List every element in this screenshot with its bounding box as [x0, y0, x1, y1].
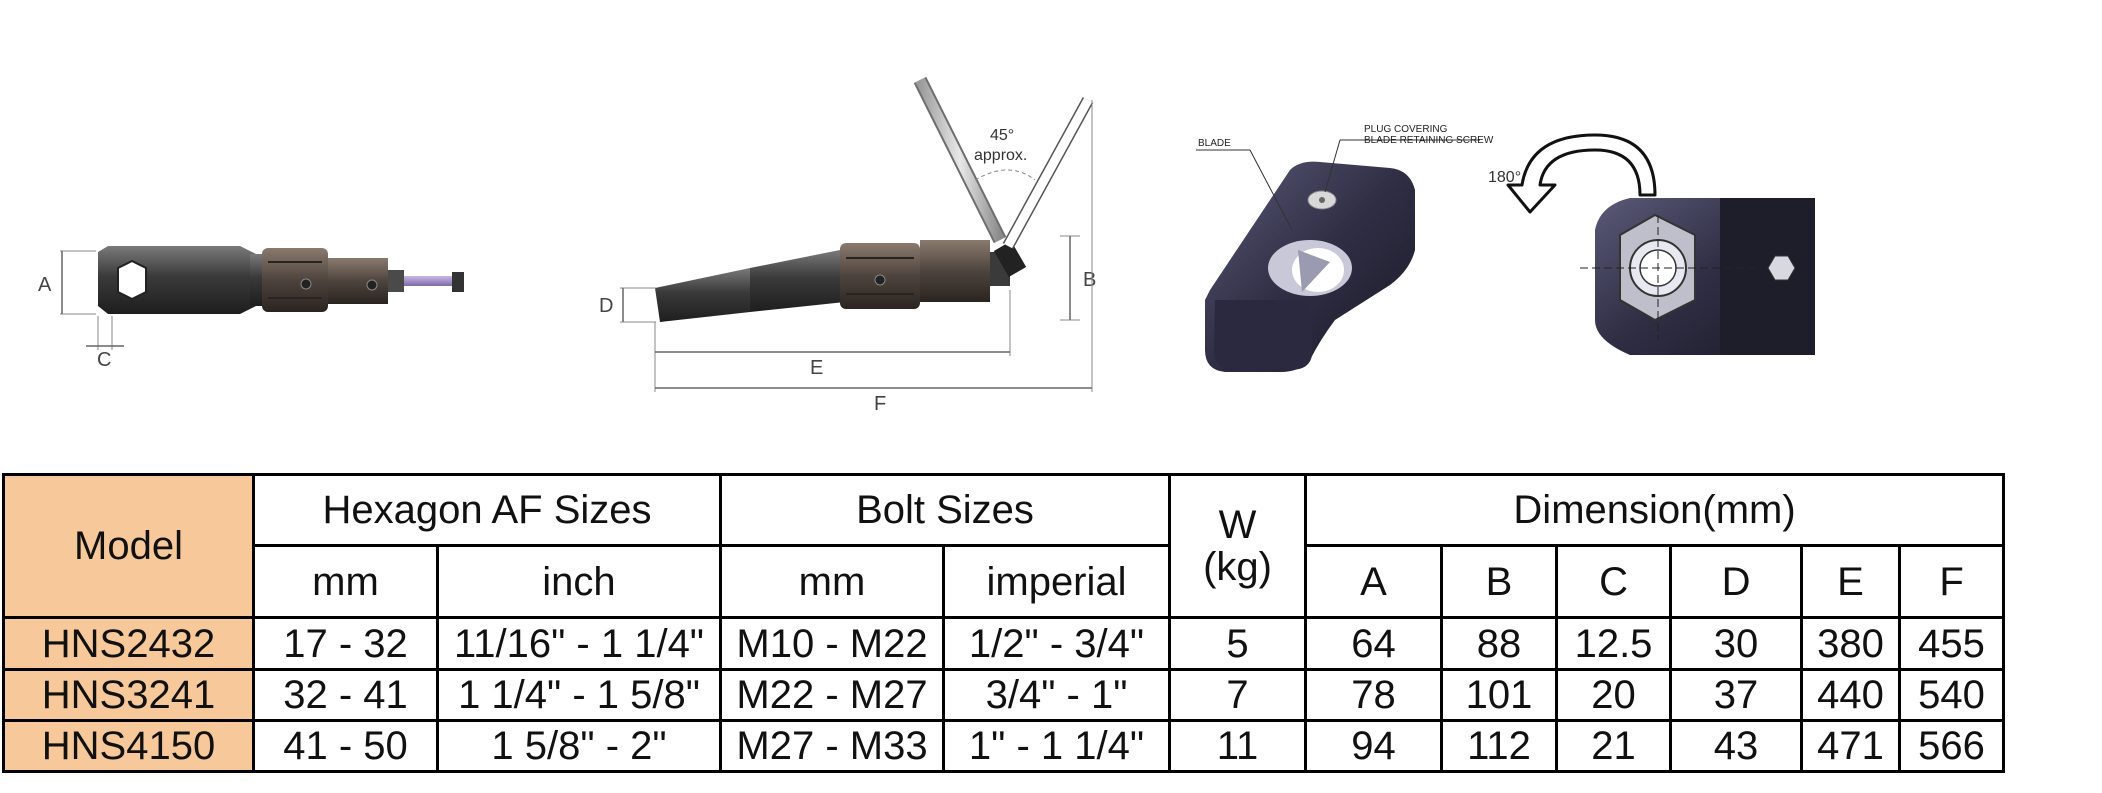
- cell-dim-e: 440: [1800, 667, 1902, 722]
- dim-label-f: F: [874, 393, 886, 415]
- header-bolt-imperial: imperial: [941, 544, 1172, 620]
- tilt-view-drawing: 45° approx. D B E F: [599, 76, 1096, 415]
- header-row-2: mm inch mm imperial A B C D E F: [4, 544, 2006, 620]
- dim-label-e: E: [810, 357, 823, 379]
- cell-dim-c: 21: [1555, 718, 1673, 774]
- cell-dim-f: 566: [1898, 718, 2006, 774]
- cell-weight: 7: [1168, 667, 1308, 722]
- cell-bolt-mm: M22 - M27: [719, 667, 945, 722]
- header-hex-inch: inch: [436, 544, 722, 620]
- rotate-view-drawing: 180°: [1488, 133, 1815, 355]
- small-hex: [1767, 255, 1796, 281]
- blade-label: BLADE: [1198, 138, 1231, 149]
- technical-drawings: A C 45° approx. D B: [38, 76, 1815, 415]
- header-hex-mm: mm: [252, 544, 439, 620]
- cell-hex-inch: 1 1/4" - 1 5/8": [436, 667, 722, 722]
- plug-label-1: PLUG COVERING: [1364, 124, 1448, 135]
- cell-bolt-imperial: 1" - 1 1/4": [941, 718, 1172, 774]
- blade-view-drawing: BLADE PLUG COVERING BLADE RETAINING SCRE…: [1196, 124, 1494, 372]
- cell-dim-c: 12.5: [1555, 616, 1673, 671]
- cell-dim-b: 112: [1440, 718, 1559, 774]
- cell-dim-c: 20: [1555, 667, 1673, 722]
- table-row: HNS4150 41 - 50 1 5/8" - 2" M27 - M33 1"…: [2, 718, 2006, 774]
- dim-label-a: A: [38, 274, 52, 296]
- cell-dim-a: 94: [1304, 718, 1444, 774]
- dim-label-b: B: [1083, 269, 1096, 291]
- cell-hex-mm: 17 - 32: [252, 616, 439, 671]
- cell-hex-mm: 32 - 41: [252, 667, 439, 722]
- spec-table: Model Hexagon AF Sizes Bolt Sizes W (kg)…: [2, 472, 2006, 774]
- header-dim-f: F: [1898, 544, 2006, 620]
- cell-dim-d: 37: [1669, 667, 1804, 722]
- cell-model: HNS4150: [2, 718, 255, 774]
- cell-dim-f: 540: [1898, 667, 2006, 722]
- header-row-1: Model Hexagon AF Sizes Bolt Sizes W (kg)…: [2, 472, 2006, 620]
- plug-label-2: BLADE RETAINING SCREW: [1364, 135, 1494, 146]
- cell-dim-e: 380: [1800, 616, 1902, 671]
- nut-opening: [117, 259, 147, 301]
- header-dim-e: E: [1800, 544, 1902, 620]
- cell-weight: 11: [1168, 718, 1308, 774]
- cell-dim-a: 64: [1304, 616, 1444, 671]
- handle-rod: [404, 276, 452, 286]
- cell-dim-f: 455: [1898, 616, 2006, 671]
- cell-hex-mm: 41 - 50: [252, 718, 439, 774]
- cell-model: HNS2432: [2, 616, 255, 671]
- cell-model: HNS3241: [2, 667, 255, 722]
- cell-dim-d: 30: [1669, 616, 1804, 671]
- cell-bolt-mm: M10 - M22: [719, 616, 945, 671]
- angle-arc: [974, 169, 1036, 181]
- header-weight: W (kg): [1168, 472, 1308, 620]
- header-weight-unit: (kg): [1203, 545, 1272, 590]
- angle-label: 45°: [990, 127, 1014, 144]
- table-row: HNS3241 32 - 41 1 1/4" - 1 5/8" M22 - M2…: [2, 667, 2006, 722]
- cell-dim-e: 471: [1800, 718, 1902, 774]
- side-view-drawing: A C: [38, 246, 464, 371]
- cell-hex-inch: 11/16" - 1 1/4": [436, 616, 722, 671]
- header-dim-d: D: [1669, 544, 1804, 620]
- cylinder-body: [262, 248, 328, 312]
- cell-bolt-imperial: 3/4" - 1": [941, 667, 1172, 722]
- header-dim-b: B: [1440, 544, 1559, 620]
- cell-weight: 5: [1168, 616, 1308, 671]
- header-dim-a: A: [1304, 544, 1444, 620]
- cell-dim-b: 88: [1440, 616, 1559, 671]
- header-dimension: Dimension(mm): [1304, 472, 2006, 548]
- table-row: HNS2432 17 - 32 11/16" - 1 1/4" M10 - M2…: [2, 616, 2006, 671]
- cell-bolt-imperial: 1/2" - 3/4": [941, 616, 1172, 671]
- dim-label-c: C: [97, 349, 111, 371]
- dim-label-d: D: [599, 295, 613, 317]
- cell-hex-inch: 1 5/8" - 2": [436, 718, 722, 774]
- header-dim-c: C: [1555, 544, 1673, 620]
- tilted-cutter-head: [655, 268, 750, 322]
- cell-bolt-mm: M27 - M33: [719, 718, 945, 774]
- header-bolt: Bolt Sizes: [718, 472, 1172, 548]
- header-model: Model: [2, 472, 255, 620]
- cell-dim-b: 101: [1440, 667, 1559, 722]
- angle-note: approx.: [974, 147, 1027, 164]
- cell-dim-d: 43: [1669, 718, 1804, 774]
- header-hexagon: Hexagon AF Sizes: [252, 472, 722, 548]
- header-weight-label: W: [1218, 503, 1257, 548]
- rotation-arrow: [1506, 133, 1657, 214]
- rotation-label: 180°: [1488, 169, 1521, 186]
- cell-dim-a: 78: [1304, 667, 1444, 722]
- header-bolt-mm: mm: [719, 544, 945, 620]
